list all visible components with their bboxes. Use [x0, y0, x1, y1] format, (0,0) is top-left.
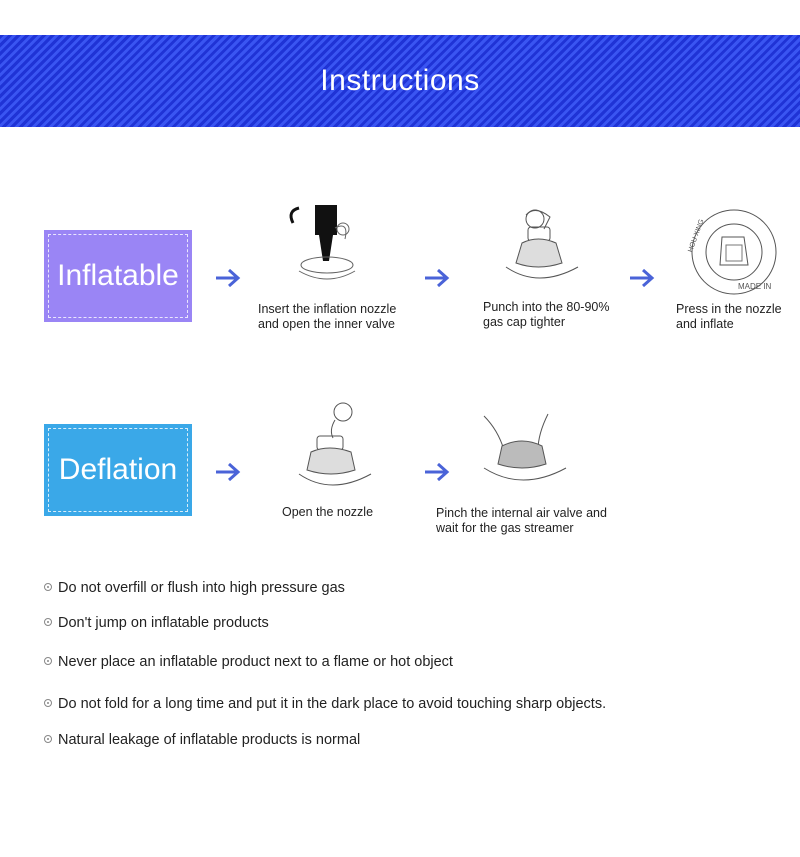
step-caption: Open the nozzle [282, 505, 374, 519]
list-item: Do not fold for a long time and put it i… [44, 696, 606, 712]
arrow-right-icon [630, 268, 655, 288]
list-item: Natural leakage of inflatable products i… [44, 732, 360, 748]
open-nozzle-icon [295, 400, 375, 495]
step-caption: Press in the nozzle and inflate [676, 302, 782, 331]
houxing-text: HOU XING [687, 218, 705, 253]
bullet-icon [44, 735, 52, 743]
bullet-icon [44, 583, 52, 591]
bullet-icon [44, 657, 52, 665]
pinch-valve-icon [478, 410, 573, 495]
bullet-icon [44, 618, 52, 626]
list-item: Never place an inflatable product next t… [44, 654, 453, 670]
arrow-right-icon [425, 268, 450, 288]
step-caption: Punch into the 80-90% gas cap tighter [483, 300, 610, 329]
arrow-right-icon [216, 268, 241, 288]
valve-cap-icon [500, 205, 590, 290]
list-item: Don't jump on inflatable products [44, 615, 269, 631]
inflatable-label: Inflatable [44, 230, 192, 322]
bullet-icon [44, 699, 52, 707]
list-item: Do not overfill or flush into high press… [44, 580, 345, 596]
step-caption: Insert the inflation nozzle and open the… [258, 302, 397, 331]
arrow-right-icon [425, 462, 450, 482]
instructions-banner: Instructions [0, 35, 800, 127]
deflation-label: Deflation [44, 424, 192, 516]
valve-top-view-icon: MADE IN HOU XING [684, 207, 784, 297]
made-in-text: MADE IN [738, 282, 772, 291]
banner-title: Instructions [320, 64, 480, 97]
nozzle-insert-icon [285, 203, 375, 293]
arrow-right-icon [216, 462, 241, 482]
step-caption: Pinch the internal air valve and wait fo… [436, 506, 607, 535]
